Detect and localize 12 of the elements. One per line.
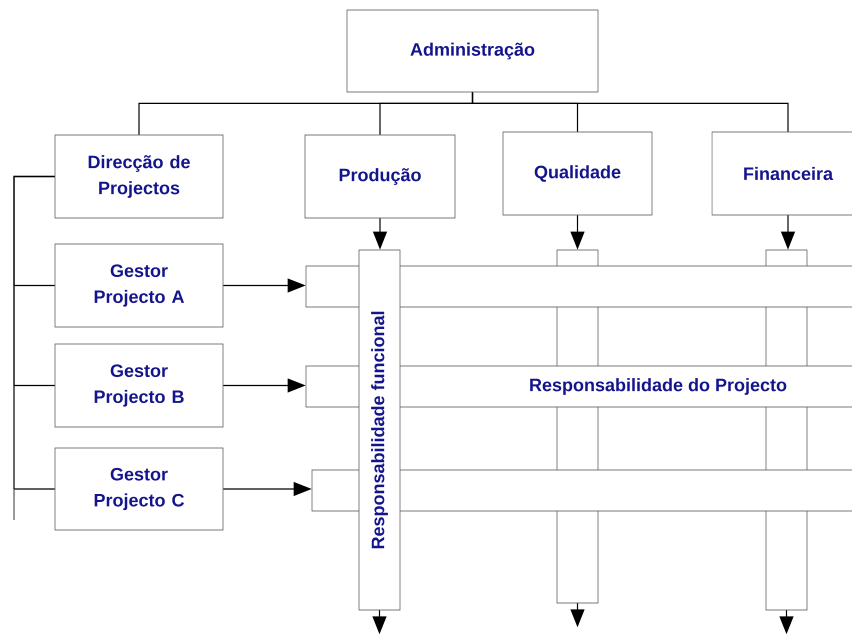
org-box: Direcção de Projectos <box>54 134 224 218</box>
manager-box: Gestor Projecto A <box>54 244 224 328</box>
connector <box>13 176 55 490</box>
connector <box>472 92 789 132</box>
manager-box: Gestor Projecto B <box>54 344 224 428</box>
manager-box: Gestor Projecto C <box>54 448 224 530</box>
responsibility-bar <box>306 266 852 308</box>
org-box: Produção <box>304 134 456 218</box>
org-box: Financeira <box>712 132 852 216</box>
org-box: Qualidade <box>502 132 652 216</box>
org-box: Administração <box>346 10 598 92</box>
responsibility-bar: Responsabilidade funcional <box>358 250 400 610</box>
